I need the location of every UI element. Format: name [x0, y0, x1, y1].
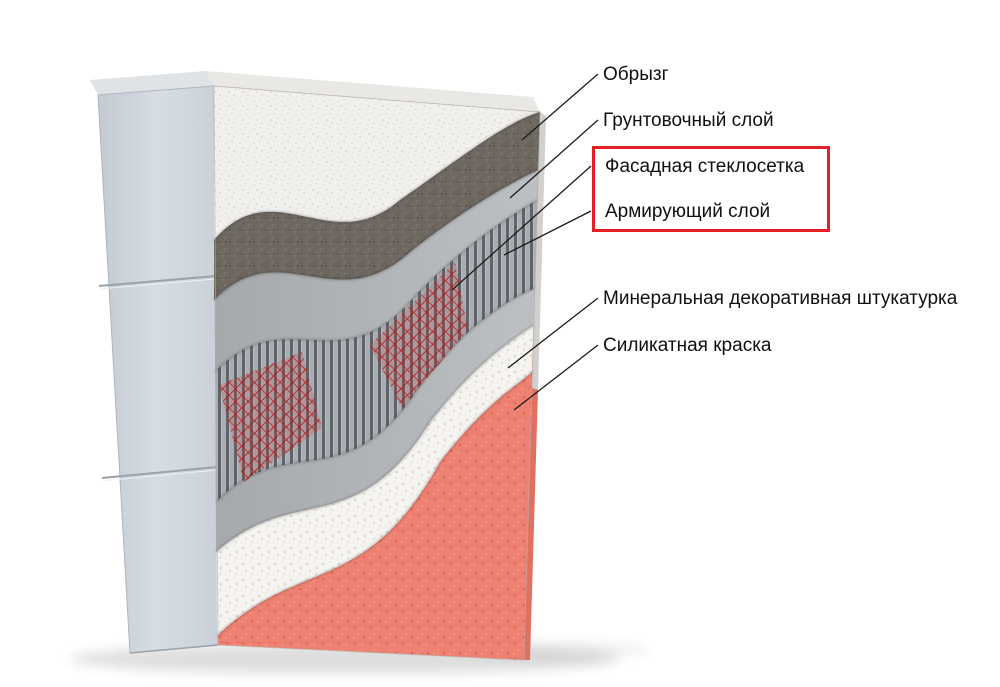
layer-wall-surface	[214, 86, 540, 240]
label-decorative-plaster: Минеральная декоративная штукатурка	[603, 288, 958, 309]
wall-front-outline	[213, 85, 541, 661]
layer-edge-shadow	[215, 324, 535, 553]
highlight-box	[592, 146, 830, 232]
red-mesh-patch-right	[370, 262, 468, 408]
label-primer-layer: Грунтовочный слой	[603, 110, 774, 131]
leader-line-primer	[509, 119, 599, 199]
leader-line-facade-mesh	[451, 165, 592, 291]
layer-edge-shadow	[215, 286, 536, 503]
label-spray-coat: Обрызг	[603, 64, 669, 85]
leader-line-decorative-plaster	[507, 297, 599, 369]
leader-line-silicate-paint	[513, 344, 599, 411]
label-silicate-paint: Силикатная краска	[603, 335, 772, 356]
layer-edge-shadow	[213, 111, 541, 241]
label-facade-mesh: Фасадная стеклосетка	[605, 156, 805, 177]
leader-line-reinforcing-layer	[503, 210, 592, 256]
layer-edge-shadow	[213, 169, 539, 301]
red-mesh-patch-left	[219, 352, 322, 482]
leader-line-spray-coat	[521, 73, 599, 141]
leader-lines	[451, 73, 599, 411]
wall-side-panel	[97, 85, 219, 654]
wall-right-edge-top	[532, 112, 546, 390]
wall-right-edge-bottom	[524, 388, 538, 660]
wall-top-edge-left	[90, 71, 214, 95]
label-reinforcing-layer: Армирующий слой	[605, 201, 771, 222]
layer-edge-shadow	[214, 199, 538, 373]
layer-edge-shadow	[216, 371, 533, 637]
wall-top-edge	[206, 71, 540, 112]
